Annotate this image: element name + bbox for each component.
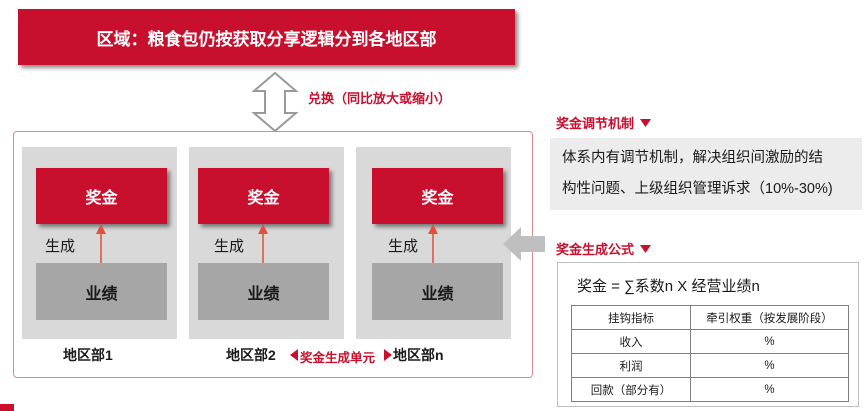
- table-cell: %: [690, 377, 849, 402]
- double-arrow-vertical-icon: [251, 72, 299, 132]
- table-cell: 收入: [571, 329, 691, 354]
- mechanism-line-2: 构性问题、上级组织管理诉求（10%-30%): [562, 181, 833, 197]
- generate-label-2: 生成: [214, 238, 245, 255]
- table-header-cell: 挂钩指标: [571, 305, 691, 330]
- left-pointer-icon: [290, 349, 298, 361]
- table-header-cell: 牵引权重（按发展阶段）: [690, 305, 849, 330]
- bonus-box-n: 奖金: [372, 168, 503, 224]
- performance-box-n: 业绩: [372, 263, 503, 320]
- formula-box: 奖金 = ∑系数n X 经营业绩n 挂钩指标 牵引权重（按发展阶段） 收入 % …: [557, 262, 859, 407]
- up-arrow-icon: [258, 224, 268, 264]
- bonus-unit-label: 奖金生成单元: [300, 351, 376, 365]
- department-name-1: 地区部1: [63, 347, 113, 363]
- region-banner: 区域：粮食包仍按获取分享逻辑分到各地区部: [18, 9, 515, 65]
- metrics-table: 挂钩指标 牵引权重（按发展阶段） 收入 % 利润 % 回款（部分有） %: [571, 305, 849, 402]
- bonus-box-1: 奖金: [36, 168, 167, 224]
- up-arrow-icon: [96, 224, 106, 264]
- region-banner-text: 区域：粮食包仍按获取分享逻辑分到各地区部: [96, 29, 437, 49]
- triangle-down-icon: [640, 119, 652, 127]
- formula-title-text: 奖金生成公式: [556, 242, 635, 257]
- table-row: 回款（部分有） %: [571, 377, 849, 402]
- mechanism-box: 体系内有调节机制，解决组织间激励的结 构性问题、上级组织管理诉求（10%-30%…: [550, 138, 862, 210]
- table-cell: 利润: [571, 353, 691, 378]
- table-cell: %: [690, 353, 849, 378]
- formula-title: 奖金生成公式: [556, 239, 652, 258]
- department-name-2: 地区部2: [226, 347, 276, 363]
- performance-box-2: 业绩: [198, 263, 329, 320]
- mechanism-title: 奖金调节机制: [556, 113, 652, 132]
- mechanism-title-text: 奖金调节机制: [556, 116, 635, 131]
- table-cell: %: [690, 329, 849, 354]
- table-row: 收入 %: [571, 329, 849, 354]
- right-pointer-icon: [384, 349, 392, 361]
- table-row: 利润 %: [571, 353, 849, 378]
- performance-box-1: 业绩: [36, 263, 167, 320]
- triangle-down-icon: [640, 245, 652, 253]
- formula-text: 奖金 = ∑系数n X 经营业绩n: [577, 278, 760, 295]
- up-arrow-icon: [428, 224, 438, 264]
- mechanism-line-1: 体系内有调节机制，解决组织间激励的结: [562, 150, 823, 166]
- department-name-n: 地区部n: [393, 347, 444, 363]
- table-cell: 回款（部分有）: [571, 377, 691, 402]
- bottom-accent-bar: [0, 404, 14, 411]
- generate-label-n: 生成: [388, 238, 419, 255]
- left-arrow-icon: [503, 227, 545, 261]
- table-header-row: 挂钩指标 牵引权重（按发展阶段）: [571, 305, 849, 330]
- exchange-label: 兑换（同比放大或缩小）: [308, 91, 452, 106]
- bonus-box-2: 奖金: [198, 168, 329, 224]
- generate-label-1: 生成: [45, 238, 76, 255]
